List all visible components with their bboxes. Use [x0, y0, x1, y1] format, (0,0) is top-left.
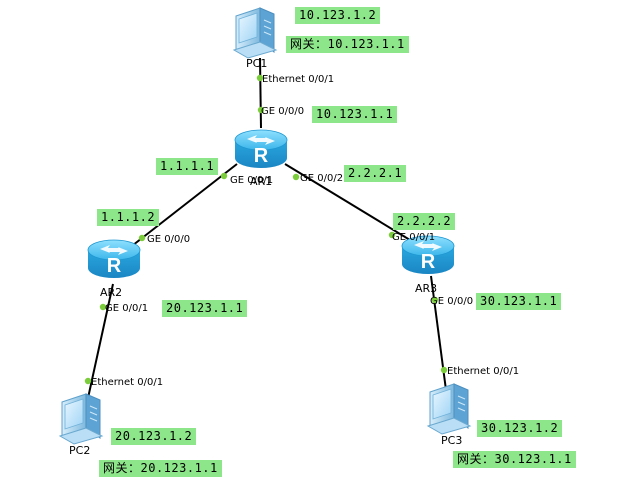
pc1[interactable]: PC1 [233, 7, 277, 70]
port-dot [292, 173, 300, 181]
link-ar1-ar3 [284, 163, 411, 241]
ar3-label: AR3 [415, 282, 437, 295]
pc3[interactable]: PC3 [427, 383, 471, 447]
pc-monitor-icon [427, 383, 471, 435]
port-label-pc2-eth: Ethernet 0/0/1 [91, 377, 163, 388]
port-dots [84, 74, 448, 385]
link-ar1-ar2 [127, 163, 238, 250]
ip-tag-pc1: 10.123.1.2 [295, 7, 381, 24]
port-label-pc3-eth: Ethernet 0/0/1 [447, 366, 519, 377]
port-dot [220, 172, 228, 180]
ar3[interactable]: R AR3 [401, 235, 455, 295]
link-pc1-ar1 [259, 57, 262, 129]
port-dot [99, 303, 107, 311]
pc1-label: PC1 [246, 57, 267, 70]
port-label-pc1-eth: Ethernet 0/0/1 [262, 74, 334, 85]
pc2[interactable]: PC2 [59, 393, 103, 457]
ip-tag-ar2-ge1: 20.123.1.1 [162, 300, 248, 317]
ar2[interactable]: R AR2 [87, 239, 141, 299]
gateway-tag-pc2: 网关：20.123.1.1 [99, 460, 222, 477]
port-label-ar1-ge2: GE 0/0/2 [300, 173, 343, 184]
port-label-ar1-ge0: GE 0/0/0 [261, 106, 304, 117]
gateway-tag-pc1: 网关：10.123.1.1 [286, 36, 409, 53]
pc3-label: PC3 [441, 434, 462, 447]
router-glyph: R [107, 255, 122, 277]
ip-tag-pc2: 20.123.1.2 [111, 428, 197, 445]
router-glyph: R [421, 251, 436, 273]
ar2-label: AR2 [100, 286, 122, 299]
ip-tag-ar2-ge0: 1.1.1.2 [97, 209, 160, 226]
gateway-tag-pc3: 网关：30.123.1.1 [453, 451, 576, 468]
port-dot [138, 234, 146, 242]
port-label-ar1-ge1: GE 0/0/1 [230, 175, 273, 186]
ip-tag-ar1-ge2: 2.2.2.1 [344, 165, 407, 182]
port-dot [84, 377, 92, 385]
router-glyph: R [254, 145, 269, 167]
port-label-ar2-ge1: GE 0/0/1 [105, 303, 148, 314]
ar1[interactable]: R AR1 [234, 129, 288, 188]
port-dot [388, 231, 396, 239]
ar1-label: AR1 [250, 175, 272, 188]
ip-tag-ar3-ge1: 2.2.2.2 [393, 213, 456, 230]
ip-tag-ar3-ge0: 30.123.1.1 [476, 293, 562, 310]
port-dot [431, 296, 439, 304]
port-label-ar3-ge1: GE 0/0/1 [392, 232, 435, 243]
ip-tag-pc3: 30.123.1.2 [477, 420, 563, 437]
pc-monitor-icon [59, 393, 103, 445]
pc2-label: PC2 [69, 444, 90, 457]
pc-monitor-icon [233, 7, 277, 59]
port-label-ar3-ge0: GE 0/0/0 [430, 296, 473, 307]
link-ar2-pc2 [87, 283, 114, 399]
ip-tag-ar1-ge0: 10.123.1.1 [312, 106, 398, 123]
port-label-ar2-ge0: GE 0/0/0 [147, 234, 190, 245]
port-dot [257, 106, 265, 114]
port-dot [440, 366, 448, 374]
ip-tag-ar1-ge1: 1.1.1.1 [156, 158, 219, 175]
port-dot [256, 74, 264, 82]
